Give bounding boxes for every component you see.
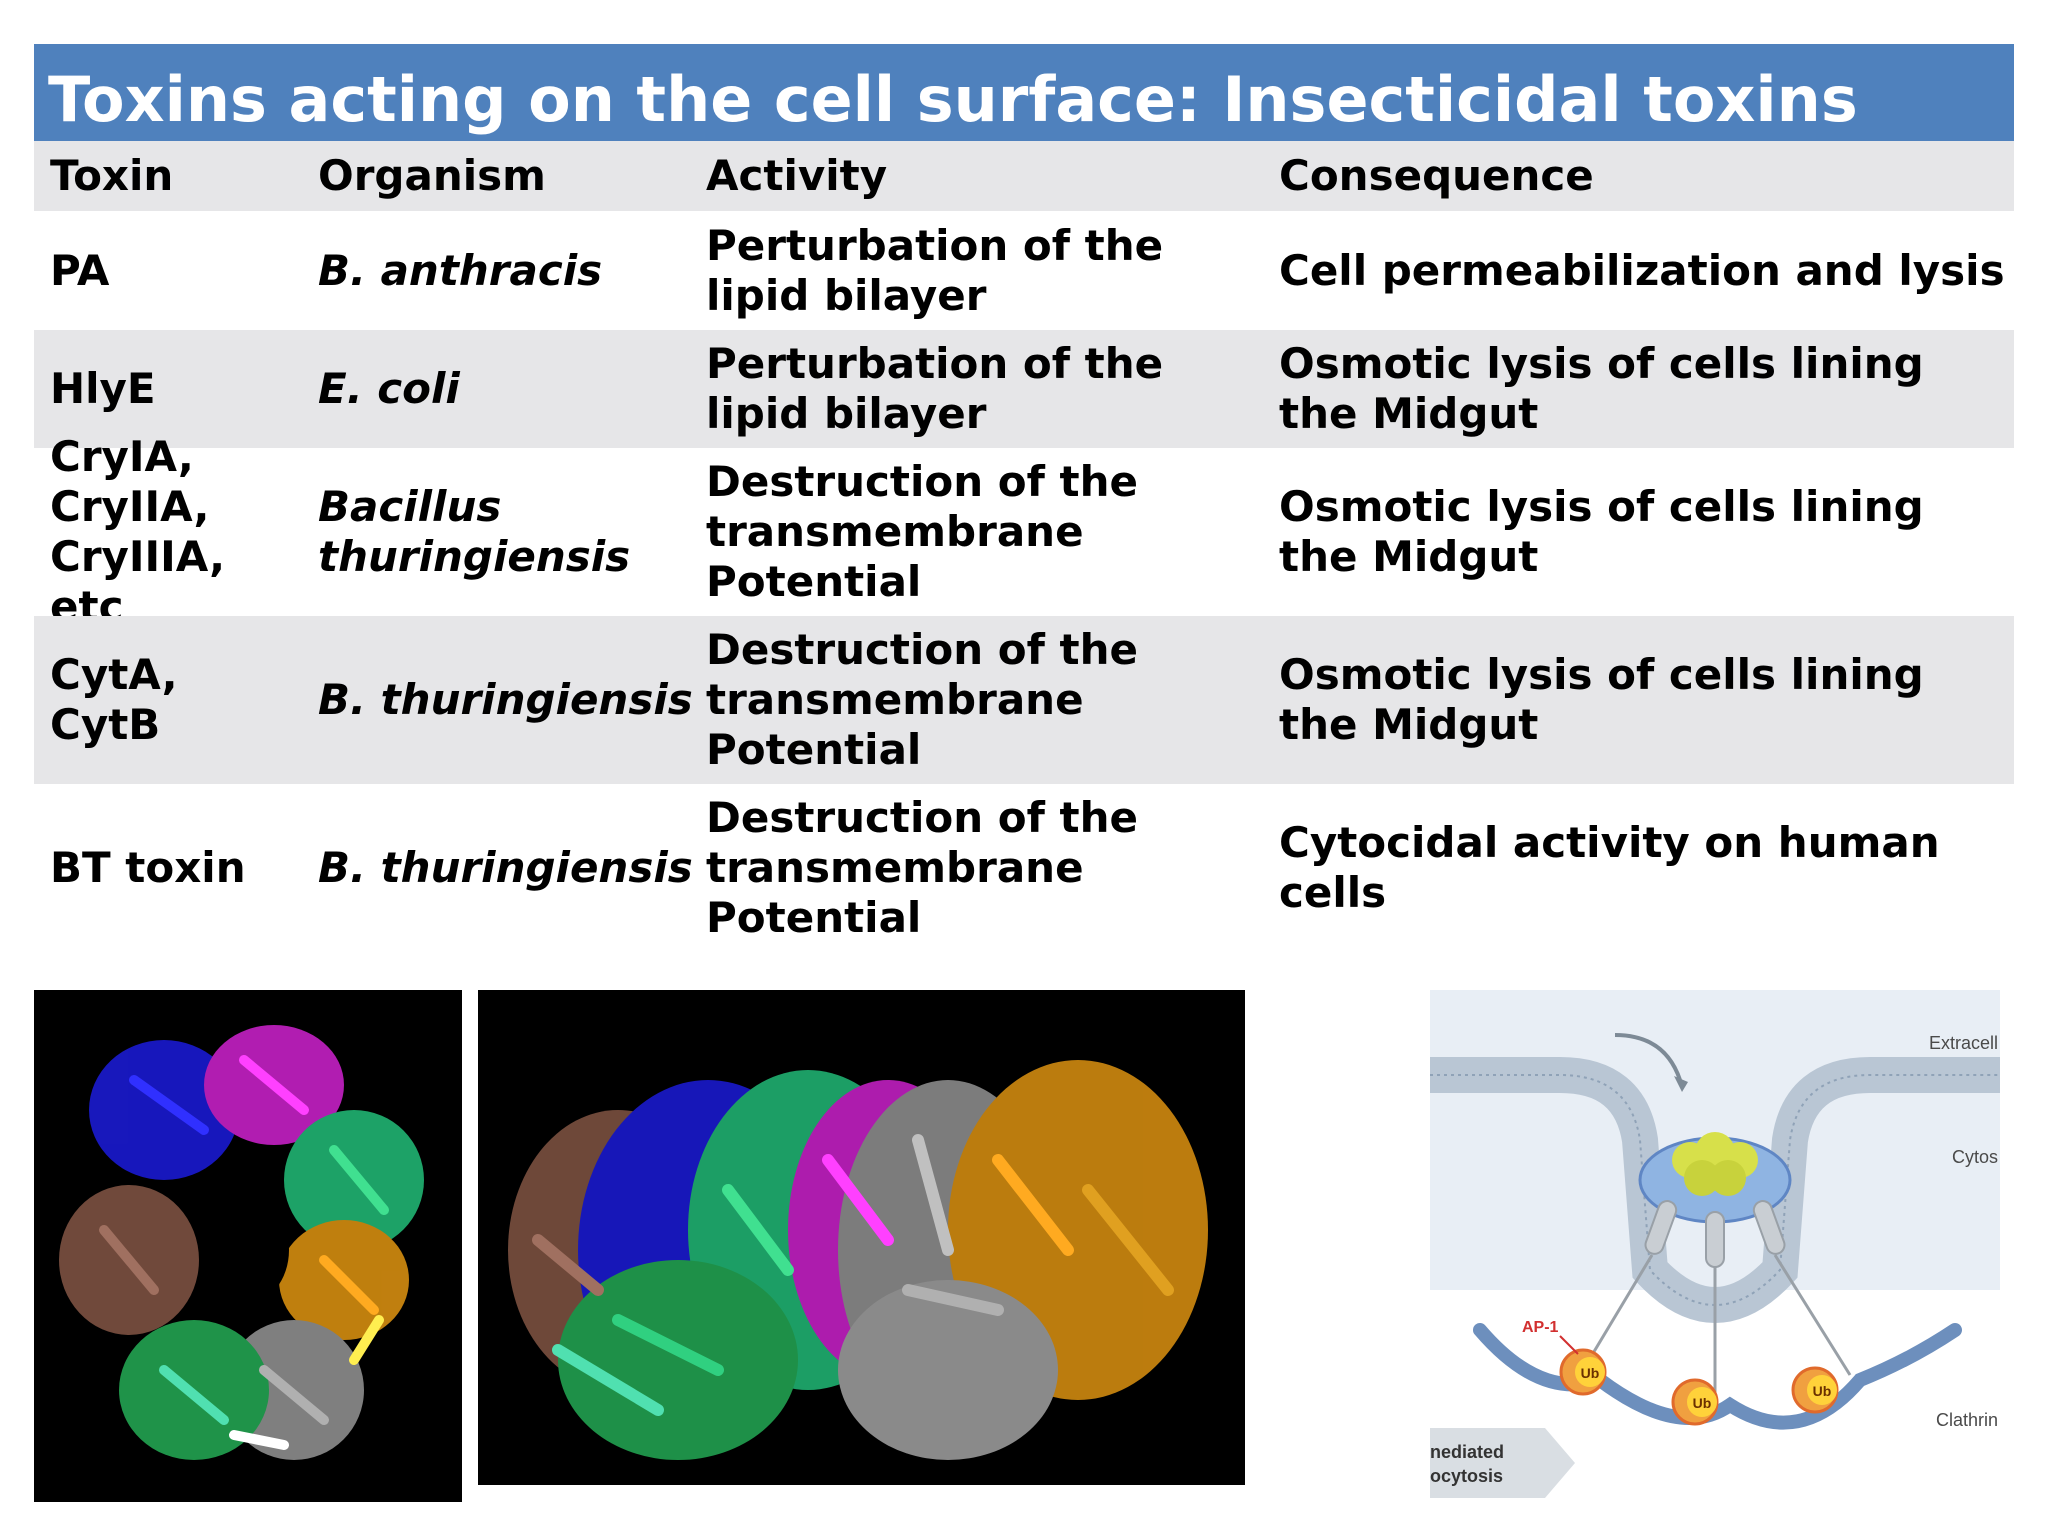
toxin-cell: HlyE — [50, 364, 156, 413]
slide-title: Toxins acting on the cell surface: Insec… — [48, 63, 1858, 136]
activity-cell: Perturbation of the lipid bilayer — [706, 220, 1164, 320]
table-row: HlyE E. coli Perturbation of the lipid b… — [34, 330, 2014, 448]
extracellular-label: Extracell — [1929, 1033, 1998, 1053]
table-header-row: Toxin Organism Activity Consequence — [34, 141, 2014, 211]
arrow-label-line1: nediated — [1430, 1442, 1504, 1462]
activity-cell: Destruction of the transmembrane Potenti… — [706, 625, 1138, 774]
table-row: PA B. anthracis Perturbation of the lipi… — [34, 211, 2014, 330]
consequence-cell: Osmotic lysis of cells lining the Midgut — [1279, 339, 1924, 438]
header-toxin: Toxin — [50, 151, 174, 200]
table-row: CytA, CytB B. thuringiensis Destruction … — [34, 616, 2014, 784]
consequence-cell: Osmotic lysis of cells lining the Midgut — [1279, 482, 1924, 581]
arrow-label-line2: ocytosis — [1430, 1466, 1503, 1486]
clathrin-label: Clathrin — [1936, 1410, 1998, 1430]
consequence-cell: Cytocidal activity on human cells — [1279, 818, 1940, 917]
ap1-label: AP-1 — [1522, 1319, 1559, 1336]
toxin-cell: CytA, CytB — [50, 650, 178, 749]
table-row: BT toxin B. thuringiensis Destruction of… — [34, 784, 2014, 952]
organism-cell: B. anthracis — [318, 245, 603, 295]
protein-structure-image-top — [34, 990, 462, 1502]
organism-cell: E. coli — [318, 364, 460, 413]
header-organism: Organism — [318, 151, 546, 200]
ub-label: Ub — [1813, 1383, 1832, 1399]
organism-cell: Bacillus thuringiensis — [318, 482, 631, 581]
cytosol-label: Cytos — [1952, 1147, 1998, 1167]
protein-structure-image-side — [478, 990, 1245, 1485]
toxin-cell: CryIA, CryIIA, CryIIIA, etc — [50, 432, 226, 631]
ub-label: Ub — [1693, 1395, 1712, 1411]
organism-cell: B. thuringiensis — [318, 843, 693, 892]
toxin-table: Toxin Organism Activity Consequence PA B… — [34, 141, 2014, 952]
title-bar: Toxins acting on the cell surface: Insec… — [34, 44, 2014, 141]
ub-label: Ub — [1581, 1365, 1600, 1381]
endocytosis-diagram: Ub Ub Ub AP-1 Extracell Cytos Clathrin n… — [1430, 980, 2000, 1520]
activity-cell: Destruction of the transmembrane Potenti… — [706, 793, 1138, 942]
activity-cell: Destruction of the transmembrane Potenti… — [706, 457, 1138, 606]
consequence-cell: Cell permeabilization and lysis — [1279, 245, 2005, 295]
header-consequence: Consequence — [1279, 151, 1594, 200]
organism-cell: B. thuringiensis — [318, 675, 693, 724]
toxin-cell: PA — [50, 245, 110, 295]
table-row: CryIA, CryIIA, CryIIIA, etc Bacillus thu… — [34, 432, 2014, 631]
consequence-cell: Osmotic lysis of cells lining the Midgut — [1279, 650, 1924, 749]
toxin-cell: BT toxin — [50, 843, 246, 892]
header-activity: Activity — [706, 151, 888, 200]
activity-cell: Perturbation of the lipid bilayer — [706, 339, 1164, 438]
